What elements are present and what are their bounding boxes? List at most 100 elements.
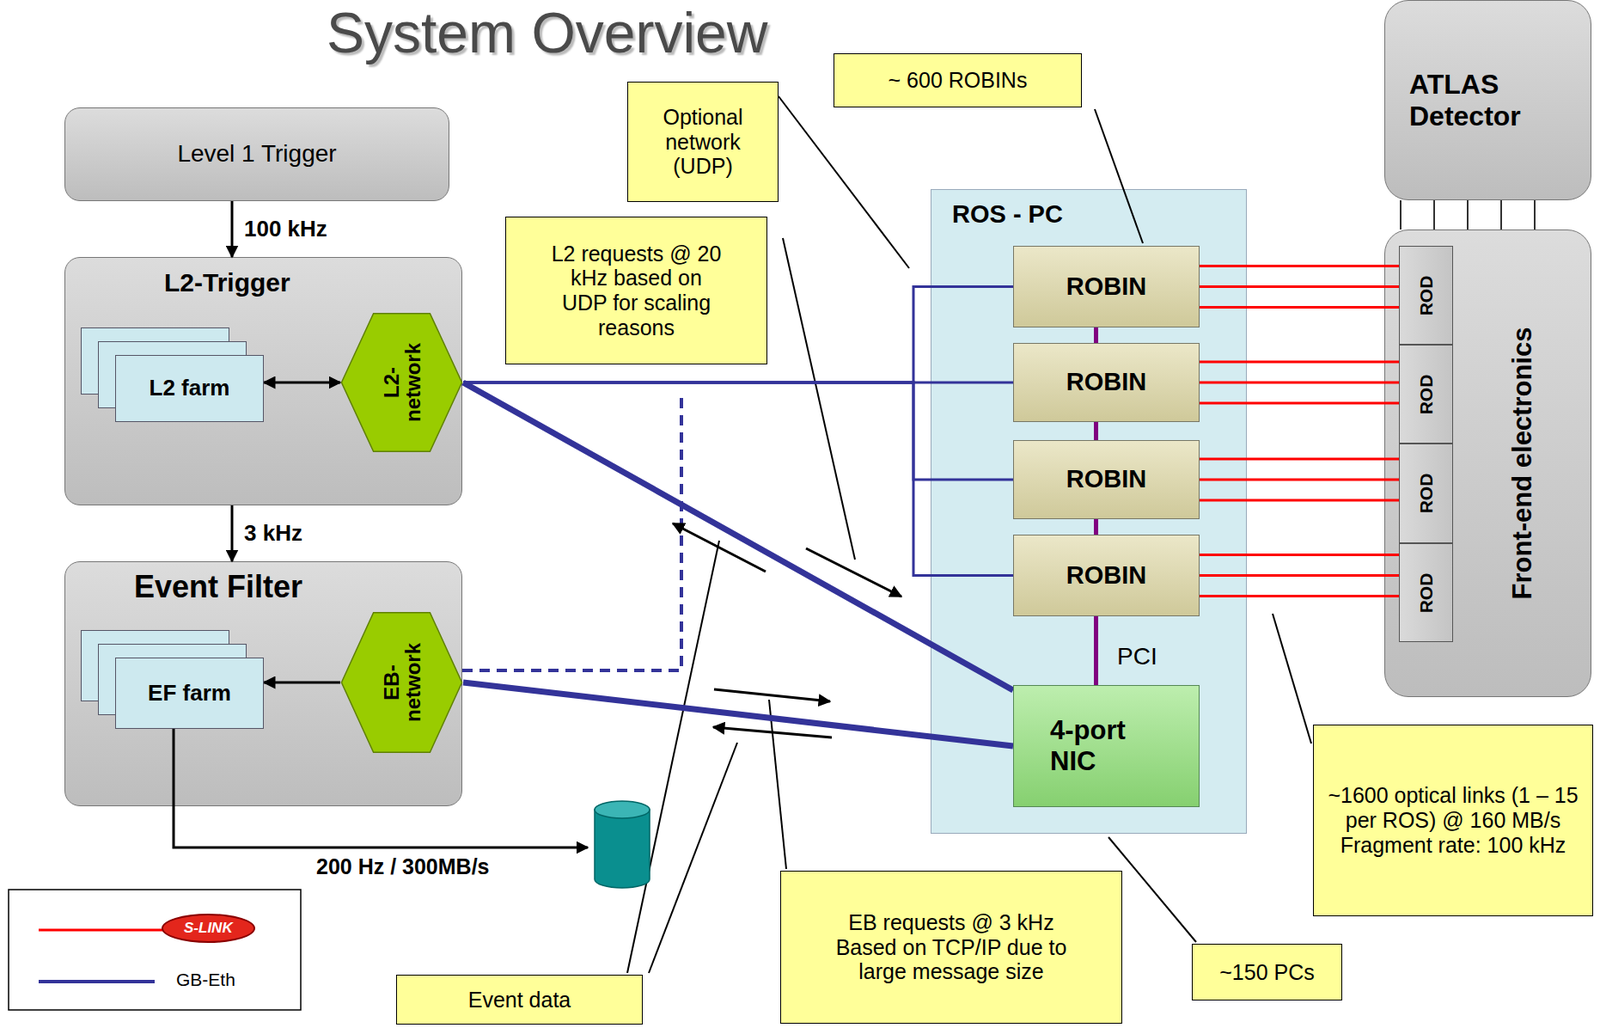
connector: [1533, 200, 1536, 230]
connector: [1199, 360, 1399, 364]
rod-box: ROD: [1398, 245, 1454, 345]
disk-symbol: [594, 809, 650, 888]
connector: [463, 382, 1014, 691]
filter-box: Event Filter EF farm EB- network: [64, 561, 463, 807]
box-label: Level 1 Trigger: [177, 140, 336, 168]
rotated-slot: EB- network: [379, 630, 423, 734]
callout-box: EB requests @ 3 kHz Based on TCP/IP due …: [780, 870, 1123, 1024]
leader-line: [1108, 836, 1197, 942]
box-label: L2 farm: [149, 375, 231, 402]
trigger-box: Level 1 Trigger: [64, 107, 450, 202]
callout-box: Event data: [396, 974, 643, 1025]
robin-label: ROBIN: [1066, 367, 1147, 397]
connector: [263, 681, 341, 684]
leader-line: [769, 699, 787, 869]
connector: [231, 505, 234, 562]
callout-text: EB requests @ 3 kHz Based on TCP/IP due …: [815, 909, 1088, 984]
text-slot: 200 Hz / 300MB/s: [316, 854, 490, 880]
legend-line-sample: [38, 928, 164, 932]
connector: [1199, 285, 1399, 288]
callout-text: Optional network (UDP): [636, 104, 770, 179]
heading-slot: L2-Trigger: [164, 268, 291, 299]
rotated-slot: ROD: [1416, 252, 1436, 339]
legend-slot: S-LINK: [161, 913, 256, 943]
rotated-slot: ROD: [1416, 549, 1436, 636]
network-label: L2- network: [379, 330, 423, 434]
callout-box: ~150 PCs: [1191, 943, 1343, 1001]
leader-line: [782, 238, 855, 560]
robin-box: ROBIN: [1013, 439, 1200, 520]
robin-label: ROBIN: [1066, 272, 1147, 301]
connector: [1199, 478, 1399, 482]
flow-arrow: [714, 689, 831, 702]
robin-label: ROBIN: [1066, 561, 1147, 590]
legend-text: GB-Eth: [176, 969, 236, 990]
callout-box: ~1600 optical links (1 – 15 per ROS) @ 1…: [1312, 724, 1594, 917]
network-hexagon: L2- network: [340, 311, 464, 453]
connector: [463, 287, 1014, 384]
detector-box: ATLAS Detector: [1384, 0, 1592, 201]
robin-box: ROBIN: [1013, 245, 1200, 328]
callout-text: ~1600 optical links (1 – 15 per ROS) @ 1…: [1327, 782, 1579, 857]
connector: [1093, 421, 1099, 440]
box-heading: L2-Trigger: [164, 268, 291, 299]
rotated-slot: L2- network: [379, 330, 423, 434]
heading-slot: ROS - PC: [952, 200, 1063, 229]
legend-logo: S-LINK: [161, 913, 256, 943]
connector: [1199, 553, 1399, 556]
farm-box: L2 farm: [115, 354, 264, 422]
rod-box: ROD: [1398, 344, 1454, 444]
heading-slot: Event Filter: [134, 568, 303, 605]
callout-box: L2 requests @ 20 kHz based on UDP for sc…: [505, 216, 768, 365]
connector: [463, 382, 1014, 576]
optional-network-line: [462, 396, 682, 671]
connector: [1093, 519, 1099, 535]
connector: [263, 381, 341, 385]
connector: [1199, 574, 1399, 577]
robin-label: ROBIN: [1066, 464, 1147, 494]
legend-box: [8, 889, 301, 1010]
note-label: PCI: [1117, 642, 1158, 671]
leader-line: [1094, 109, 1143, 244]
text-slot: 100 kHz: [244, 215, 328, 243]
rod-label: ROD: [1416, 351, 1436, 438]
connector: [1093, 616, 1099, 685]
rod-label: ROD: [1416, 450, 1436, 537]
network-label: EB- network: [379, 630, 423, 734]
connector: [1093, 327, 1099, 343]
text-slot: System Overview: [326, 0, 768, 66]
callout-text: Event data: [468, 987, 572, 1013]
rotated-slot: ROD: [1416, 351, 1436, 438]
connector: [463, 682, 1014, 746]
nic-box: 4-port NIC: [1013, 684, 1200, 807]
box-label: Front-end electronics: [1508, 327, 1538, 600]
box-label: EF farm: [147, 680, 232, 707]
callout-box: Optional network (UDP): [627, 81, 779, 202]
connector: [1433, 200, 1436, 230]
text-slot: GB-Eth: [176, 969, 236, 990]
rate-label: 3 kHz: [244, 519, 303, 547]
rod-label: ROD: [1416, 549, 1436, 636]
rod-box: ROD: [1398, 443, 1454, 544]
box-label: ATLAS Detector: [1409, 68, 1567, 133]
callout-box: ~ 600 ROBINs: [833, 53, 1082, 108]
rod-box: ROD: [1398, 543, 1454, 642]
storage-line: [173, 727, 588, 848]
diagram-title: System Overview: [326, 0, 768, 66]
hexagon-outline: [341, 313, 462, 452]
rotated-slot: ROD: [1416, 450, 1436, 537]
note-label: 200 Hz / 300MB/s: [316, 854, 490, 880]
leader-line: [1272, 613, 1312, 744]
leader-line: [778, 96, 910, 269]
trigger-box: L2-Trigger L2 farm L2- network: [64, 256, 463, 506]
network-hexagon: EB- network: [340, 610, 464, 754]
connector: [1199, 594, 1399, 598]
connector: [1199, 305, 1399, 309]
connector: [1399, 200, 1402, 230]
connector: [1199, 402, 1399, 405]
farm-box: EF farm: [115, 657, 264, 729]
connector: [1199, 264, 1399, 268]
connector: [1199, 458, 1399, 461]
